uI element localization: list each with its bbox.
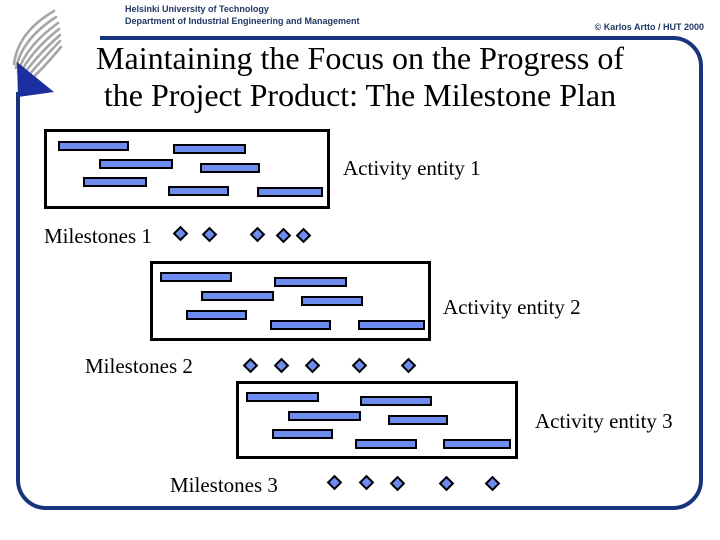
milestone-diamond-icon xyxy=(484,475,501,492)
gantt-bar xyxy=(99,159,173,169)
gantt-bar xyxy=(168,186,229,196)
milestone-diamond-icon xyxy=(242,357,259,374)
gantt-bar xyxy=(288,411,361,421)
milestone-diamond-icon xyxy=(389,475,406,492)
gantt-bar xyxy=(355,439,417,449)
gantt-bar xyxy=(443,439,511,449)
milestone-diamond-icon xyxy=(438,475,455,492)
gantt-bar xyxy=(358,320,425,330)
gantt-bar xyxy=(270,320,331,330)
milestone-diamond-icon xyxy=(295,227,312,244)
milestone-label-1: Milestones 1 xyxy=(44,224,152,248)
gantt-bar xyxy=(272,429,333,439)
milestone-diamond-icon xyxy=(249,226,266,243)
milestone-diamond-icon xyxy=(326,474,343,491)
milestone-diamond-icon xyxy=(201,226,218,243)
university-header: Helsinki University of Technology Depart… xyxy=(125,3,360,27)
gantt-bar xyxy=(360,396,432,406)
activity-label-1: Activity entity 1 xyxy=(343,156,481,180)
milestone-diamond-icon xyxy=(400,357,417,374)
gantt-bar xyxy=(160,272,232,282)
milestone-label-3: Milestones 3 xyxy=(170,473,278,497)
university-name: Helsinki University of Technology xyxy=(125,4,269,14)
activity-label-2: Activity entity 2 xyxy=(443,295,581,319)
department-name: Department of Industrial Engineering and… xyxy=(125,16,360,26)
hut-fan-logo-icon xyxy=(12,9,63,97)
milestone-diamond-icon xyxy=(273,357,290,374)
milestone-diamond-icon xyxy=(304,357,321,374)
gantt-bar xyxy=(83,177,147,187)
gantt-bar xyxy=(58,141,129,151)
gantt-bar xyxy=(186,310,247,320)
milestone-diamond-icon xyxy=(358,474,375,491)
copyright-notice: © Karlos Artto / HUT 2000 xyxy=(594,22,704,32)
gantt-bar xyxy=(246,392,319,402)
activity-box-2 xyxy=(150,261,431,341)
gantt-bar xyxy=(201,291,274,301)
activity-box-1 xyxy=(44,129,330,209)
gantt-bar xyxy=(301,296,363,306)
milestone-diamond-icon xyxy=(351,357,368,374)
milestone-diamond-icon xyxy=(172,225,189,242)
slide-title-line1: Maintaining the Focus on the Progress of xyxy=(96,40,624,76)
gantt-bar xyxy=(257,187,323,197)
slide-title: Maintaining the Focus on the Progress of… xyxy=(20,40,700,114)
slide-frame-border xyxy=(16,36,703,510)
slide-title-line2: the Project Product: The Milestone Plan xyxy=(103,77,617,113)
gantt-bar xyxy=(388,415,448,425)
activity-box-3 xyxy=(236,381,518,459)
gantt-bar xyxy=(274,277,347,287)
activity-label-3: Activity entity 3 xyxy=(535,409,673,433)
gantt-bar xyxy=(200,163,260,173)
milestone-diamond-icon xyxy=(275,227,292,244)
gantt-bar xyxy=(173,144,246,154)
milestone-label-2: Milestones 2 xyxy=(85,354,193,378)
